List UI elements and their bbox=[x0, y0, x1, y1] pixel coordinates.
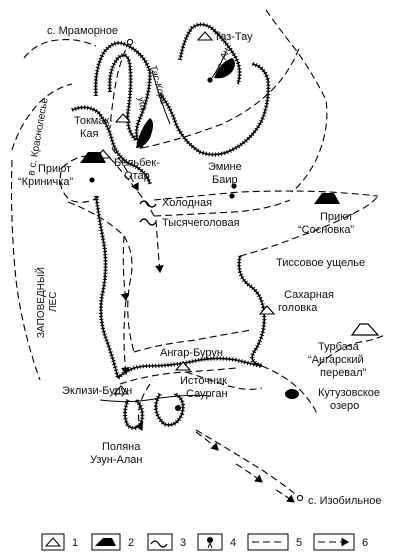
rivers bbox=[99, 51, 227, 403]
pass-icon bbox=[150, 540, 168, 548]
peak-triangle-icon bbox=[44, 537, 62, 547]
peak-sakharnaya bbox=[258, 305, 276, 315]
label-priyut-krinichka: Приют“Криничка” bbox=[18, 163, 73, 188]
label-taz-tau: Таз-Тау bbox=[214, 31, 253, 43]
label-belbek-otar: Бельбек-Отар bbox=[114, 157, 160, 182]
shelter-sosnovka bbox=[314, 193, 340, 204]
spring-icon bbox=[207, 537, 213, 549]
label-eklizi-burun: Эклизи-Бурун bbox=[62, 385, 132, 397]
label-angar-burun: Ангар-Бурун bbox=[160, 347, 223, 359]
label-tas-kora: Тас-Кора bbox=[147, 64, 169, 106]
label-tokmak-kaya: Токмак-Кая bbox=[74, 115, 113, 140]
peak-eklizi-burun bbox=[112, 385, 130, 395]
legend-num-1: 1 bbox=[72, 537, 78, 549]
shelter-turbaza bbox=[350, 323, 380, 336]
trails bbox=[10, 9, 387, 499]
peak-taz-tau bbox=[196, 31, 214, 41]
peak-tokmak-kaya bbox=[114, 113, 132, 123]
label-priyut-sosnovka: Приют“Сосновка” bbox=[298, 211, 354, 236]
ridges bbox=[71, 22, 271, 431]
pass-kholodnaya bbox=[139, 200, 157, 208]
legend-num-3: 3 bbox=[180, 537, 186, 549]
shelter-icon bbox=[95, 538, 116, 546]
peak-angar-burun bbox=[174, 361, 192, 371]
legend-num-5: 5 bbox=[296, 537, 302, 549]
label-mramornoe: с. Мраморное bbox=[47, 25, 118, 37]
label-izobilnoe: с. Изобильное bbox=[308, 495, 381, 507]
route-arrows bbox=[111, 147, 295, 503]
pass-tysyachegolovaya bbox=[139, 218, 157, 226]
shelter-krinichka bbox=[80, 152, 106, 163]
point-symbols bbox=[80, 31, 380, 502]
label-zapovedny-les: ЗАПОВЕДНЫЙЛЕС bbox=[34, 267, 59, 338]
legend-num-4: 4 bbox=[230, 537, 236, 549]
label-ush: ущ. bbox=[135, 95, 150, 114]
legend: 1 2 3 4 5 6 bbox=[41, 533, 368, 551]
legend-num-6: 6 bbox=[362, 537, 368, 549]
legend-num-2: 2 bbox=[128, 537, 134, 549]
label-tissovoe: Тиссовое ущелье bbox=[276, 257, 365, 269]
label-kholodnaya: Холодная bbox=[162, 197, 212, 209]
lakes bbox=[136, 58, 299, 399]
label-tysyachegolovaya: Тысячеголовая bbox=[162, 217, 240, 229]
